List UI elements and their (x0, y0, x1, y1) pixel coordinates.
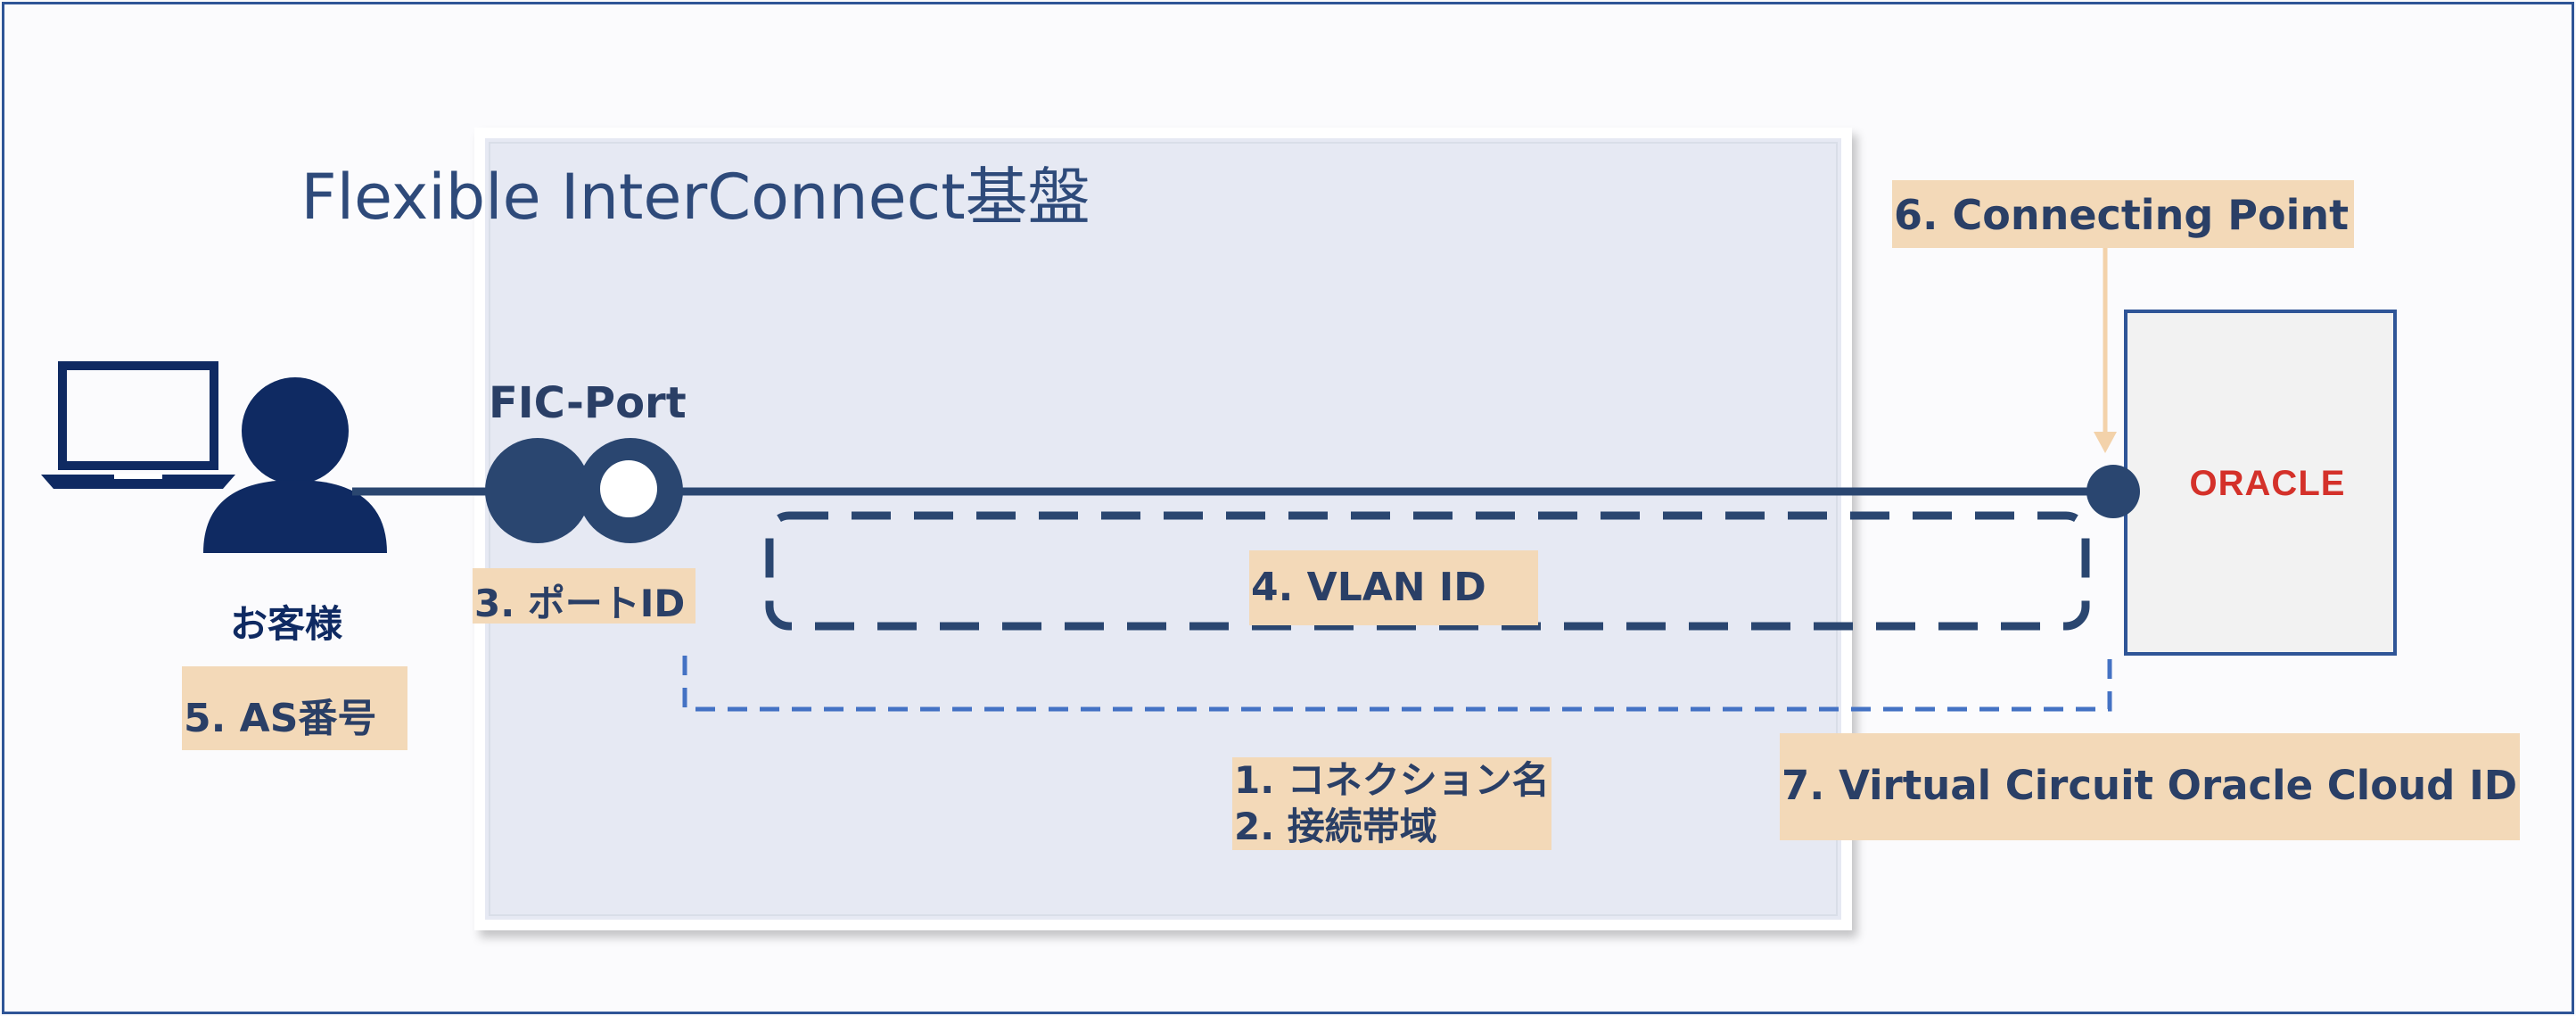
connecting-point-arrow (2094, 248, 2117, 453)
bandwidth-label: 2. 接続帯域 (1234, 805, 1437, 848)
panel-title: Flexible InterConnect基盤 (300, 161, 1090, 234)
connecting-point-label: 6. Connecting Point (1892, 180, 2354, 248)
virtual-circuit-label: 7. Virtual Circuit Oracle Cloud ID (1780, 733, 2520, 840)
connection-name-label: 1. コネクション名 (1234, 758, 1550, 802)
fic-platform-panel (474, 128, 1852, 930)
vlan-dashed-box (765, 511, 2090, 631)
oracle-box (2124, 310, 2397, 656)
fic-port-icon (485, 438, 683, 543)
customer-label: お客様 (230, 602, 343, 646)
as-number-label: 5. AS番号 (182, 666, 407, 750)
endpoint-node (2086, 465, 2140, 518)
person-icon (203, 377, 387, 553)
vlan-id-label: 4. VLAN ID (1249, 550, 1538, 625)
fic-platform-panel-inner (489, 142, 1838, 916)
port-id-label: 3. ポートID (473, 568, 695, 625)
oracle-logo: ORACLE (2189, 464, 2346, 503)
virtual-circuit-dashed-line (682, 656, 2112, 712)
fic-port-label: FIC-Port (489, 378, 687, 428)
connection-settings-label: 1. コネクション名 2. 接続帯域 (1232, 757, 1551, 850)
laptop-icon (41, 361, 235, 489)
